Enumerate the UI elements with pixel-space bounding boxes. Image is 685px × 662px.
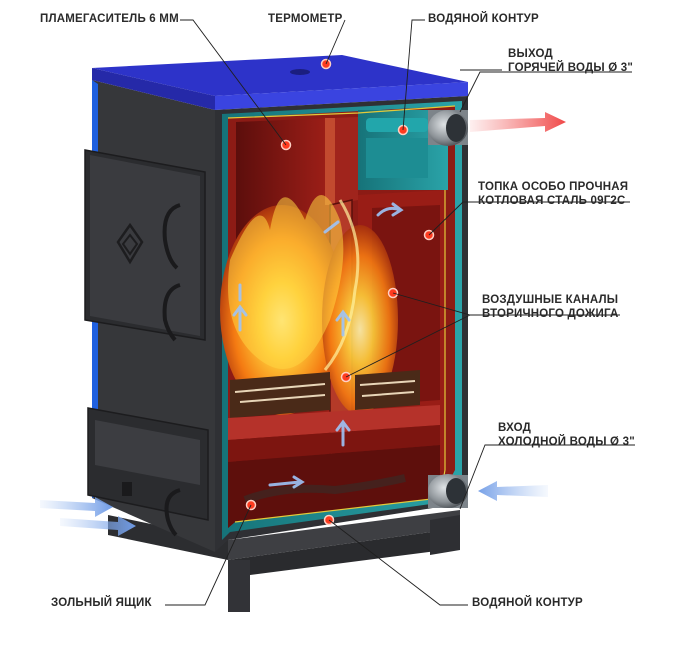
label-firebox-line2: КОТЛОВАЯ СТАЛЬ 09Г2С <box>478 195 626 207</box>
label-cold-inlet-line1: ВХОД <box>498 422 532 434</box>
label-water-jacket-top: ВОДЯНОЙ КОНТУР <box>428 13 539 25</box>
boiler-side-panel <box>84 80 215 552</box>
boiler-top-cover <box>92 55 468 110</box>
label-hot-outlet-line1: ВЫХОД <box>508 48 553 60</box>
air-flow-arrow-icon <box>232 202 404 489</box>
label-flame-diffuser: ПЛАМЕГАСИТЕЛЬ 6 ММ <box>40 13 179 25</box>
label-ash-box: ЗОЛЬНЫЙ ЯЩИК <box>51 597 152 609</box>
hot-water-arrow-icon <box>470 112 566 132</box>
label-air-channels-line1: ВОЗДУШНЫЕ КАНАЛЫ <box>482 294 619 306</box>
boiler-stand <box>108 510 460 612</box>
hot-water-outlet-pipe <box>428 110 468 146</box>
label-air-channels-line2: ВТОРИЧНОГО ДОЖИГА <box>482 308 619 320</box>
cold-water-arrow-icon <box>478 481 548 501</box>
cold-water-inlet-pipe <box>428 474 468 508</box>
label-cold-inlet-line2: ХОЛОДНОЙ ВОДЫ Ø 3" <box>498 436 635 448</box>
callout-leader-lines <box>165 19 635 606</box>
label-water-jacket-bottom: ВОДЯНОЙ КОНТУР <box>472 597 583 609</box>
firewood <box>230 370 420 418</box>
flame-icon <box>220 195 398 415</box>
label-firebox-line1: ТОПКА ОСОБО ПРОЧНАЯ <box>478 181 629 193</box>
label-thermometer: ТЕРМОМЕТР <box>268 13 343 25</box>
boiler-logo-icon <box>116 222 144 265</box>
air-intake-arrow-icon <box>40 497 136 536</box>
label-hot-outlet-line2: ГОРЯЧЕЙ ВОДЫ Ø 3" <box>508 62 634 74</box>
